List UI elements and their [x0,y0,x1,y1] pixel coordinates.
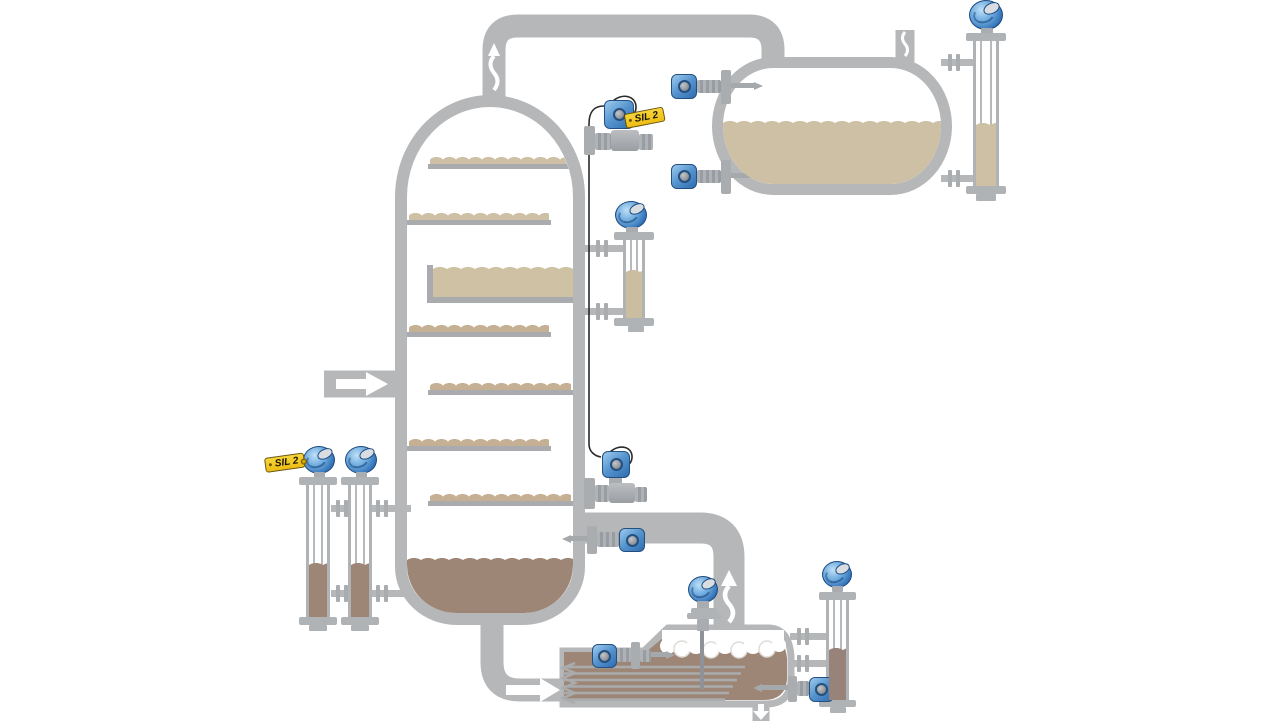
dp-transmitter-top[interactable] [584,100,659,156]
vent-steam-icon [901,31,909,57]
bottoms-arrow-icon [506,678,560,702]
reflux-drum-bypass-chamber[interactable] [941,0,1011,205]
pipe-overhead [482,14,785,112]
bypass-level-chambers-left[interactable] [264,444,414,634]
reboiler-tube-bundle [559,661,745,705]
transmitter-head[interactable] [671,164,697,189]
transmitter-head[interactable] [604,100,634,129]
column-tray-7 [428,494,573,506]
capillary-wire [588,105,605,458]
reboiler-bypass-chamber[interactable] [790,561,860,716]
column-tray-5 [428,383,573,395]
drain-arrow-icon [753,704,769,720]
vapor-return-squiggle-icon [722,584,736,624]
overhead-squiggle-arrowhead [488,43,500,56]
probe-transmitter-column-lower[interactable] [560,526,650,554]
transmitter-head[interactable] [602,451,630,478]
overhead-squiggle-icon [488,54,500,92]
level-transmitter-head[interactable] [303,446,335,474]
column-tray-4 [407,325,551,337]
column-sump-liquid [407,558,573,613]
pipe-vapor-return [583,512,745,640]
transmitter-head[interactable] [619,528,645,552]
transmitter-head[interactable] [671,74,697,99]
column-collector-tray [427,265,573,303]
reboiler-side-transmitter[interactable] [592,642,676,670]
level-transmitter-head[interactable] [688,576,718,603]
reflux-drum [712,57,952,195]
column-tray-1 [428,157,573,169]
bypass-level-chamber-column-mid[interactable] [578,194,658,339]
dp-transmitter-mid[interactable] [584,450,654,512]
reflux-drum-transmitter-lower[interactable] [671,160,763,194]
transmitter-head[interactable] [592,644,617,668]
column-interior [407,107,573,613]
reboiler-bottom-transmitter[interactable] [753,676,835,703]
level-transmitter-head[interactable] [615,201,647,229]
reboiler-guided-radar[interactable] [687,576,723,634]
column-tray-2 [407,213,551,225]
vapor-return-arrowhead [721,570,737,586]
feed-arrow-icon [336,372,388,396]
reflux-drum-transmitter-upper[interactable] [671,70,763,104]
column-tray-6 [407,439,551,451]
drum-liquid [723,121,941,184]
